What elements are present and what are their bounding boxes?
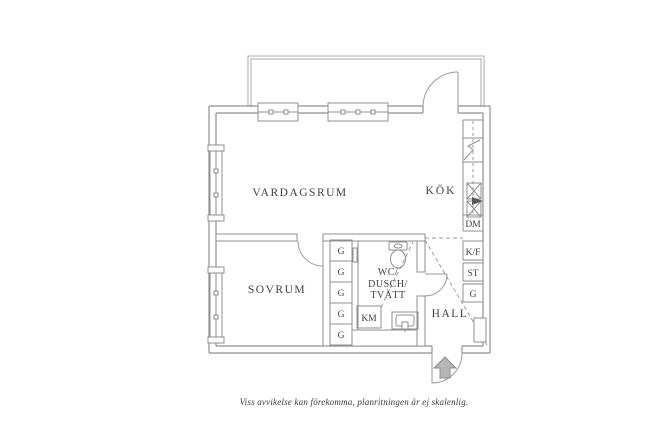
bathroom-label-line2: DUSCH/: [368, 279, 408, 290]
bedroom-label: SOVRUM: [248, 284, 306, 296]
bathroom-door: [424, 273, 448, 297]
window-top-2: [327, 102, 389, 122]
window-top-1: [257, 102, 299, 122]
entrance-door: [431, 352, 463, 384]
wardrobe-2-label: G: [338, 268, 345, 278]
cleaning-cell: [462, 262, 484, 282]
hall-label: HALL: [432, 308, 469, 320]
wardrobe-4-label: G: [338, 310, 345, 320]
wardrobe-cell: [462, 283, 484, 303]
exterior-walls: [208, 105, 491, 354]
sink-icon: [391, 311, 419, 332]
living-room-label: VARDAGSRUM: [252, 187, 347, 199]
window-left-1: [207, 144, 225, 222]
balcony-outline: [247, 55, 485, 107]
wall-bath-east-lower: [416, 295, 426, 347]
zigzag-mark: [463, 139, 481, 161]
entrance-arrow-icon: [432, 356, 458, 379]
wall-bedroom-closets: [322, 240, 331, 347]
wall-bath-south: [351, 329, 426, 347]
strip-wardrobe-label: G: [470, 290, 477, 300]
balcony-door: [422, 71, 459, 108]
wardrobe-5-label: G: [338, 331, 345, 341]
washing-machine-label: KM: [361, 314, 377, 324]
radiator: [352, 247, 358, 263]
stove-icon: [466, 182, 483, 218]
electrical-box: [473, 317, 487, 343]
fridge-cell: [462, 240, 484, 261]
window-left-2: [207, 266, 225, 344]
appliance-cells: [462, 240, 484, 303]
kitchen-label: KÖK: [426, 183, 457, 197]
wall-bath-east-upper: [416, 240, 426, 273]
wardrobe-3-label: G: [338, 289, 345, 299]
disclaimer-text: Viss avvikelse kan förekomma, planritnin…: [239, 397, 469, 407]
bathroom-label-line1: WC/: [378, 267, 398, 278]
wardrobe-column: [329, 239, 353, 346]
fridge-freezer-label: K/F: [466, 248, 481, 258]
toilet-icon: [388, 241, 408, 269]
washer-box: [356, 305, 382, 329]
dishwasher-label: DM: [465, 220, 481, 230]
kitchen-counter: [462, 119, 483, 232]
wardrobe-1-label: G: [338, 247, 345, 257]
wall-living-bedroom: [215, 233, 298, 242]
bedroom-door: [297, 240, 324, 267]
bathroom-label-line3: TVÄTT: [370, 289, 405, 301]
storage-label: ST: [467, 269, 478, 279]
